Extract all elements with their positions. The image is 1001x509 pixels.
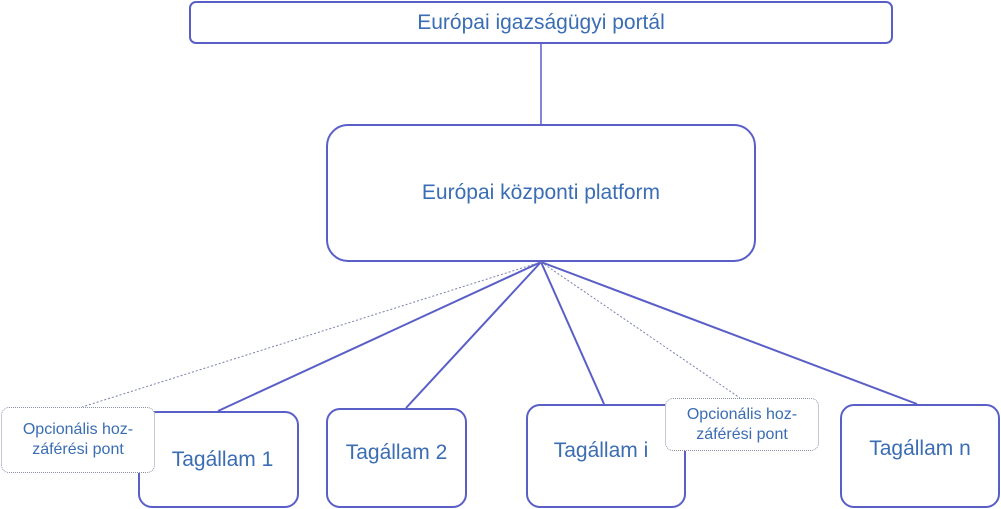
- member-state-n-label: Tagállam n: [869, 437, 971, 460]
- optional-access-point-line1: Opcionális hoz-: [686, 405, 798, 423]
- member-state-n-box: Tagállam n: [840, 404, 1000, 508]
- optional-access-point-line1: Opcionális hoz-: [22, 421, 134, 438]
- optional-access-point-line2: záférési pont: [32, 441, 124, 458]
- member-state-i-label: Tagállam i: [553, 439, 649, 462]
- portal-label: Európai igazságügyi portál: [417, 10, 665, 34]
- platform-box: Európai központi platform: [326, 124, 756, 262]
- optional-access-point-2: Opcionális hoz- záférési pont: [665, 398, 819, 451]
- member-state-1-box: Tagállam 1: [138, 411, 299, 508]
- member-state-2-label: Tagállam 2: [345, 441, 448, 464]
- member-state-1-label: Tagállam 1: [171, 447, 274, 471]
- optional-link-2: [540, 261, 741, 399]
- link-member-n: [540, 261, 918, 405]
- optional-access-point-line2: záférési pont: [696, 425, 788, 443]
- optional-access-point-1: Opcionális hoz- záférési pont: [1, 407, 155, 473]
- portal-box: Európai igazságügyi portál: [189, 1, 893, 44]
- link-member-1: [217, 261, 542, 412]
- member-state-2-box: Tagállam 2: [326, 408, 467, 508]
- platform-label: Európai központi platform: [421, 181, 661, 204]
- member-state-i-box: Tagállam i: [526, 404, 686, 508]
- link-member-2: [405, 261, 542, 409]
- optional-link-1: [81, 261, 542, 408]
- link-member-i: [540, 261, 605, 405]
